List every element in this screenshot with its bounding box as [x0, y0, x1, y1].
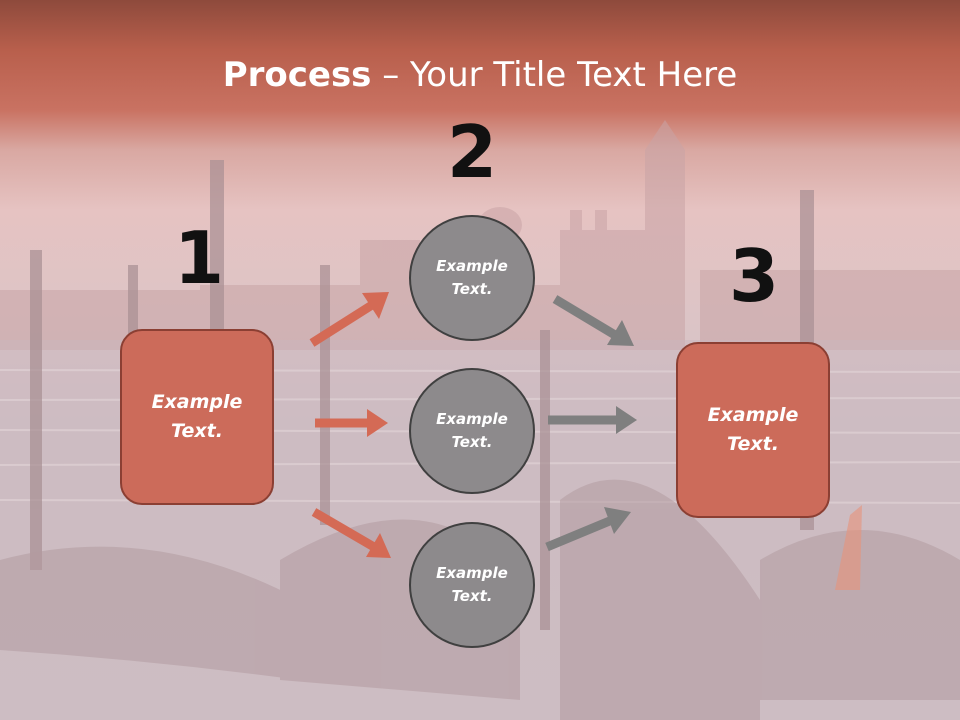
- step-box-1: Example Text.: [120, 329, 274, 505]
- step-box-3: Example Text.: [676, 342, 830, 518]
- arrow-left-up: [309, 292, 389, 347]
- step-box-3-text: Example Text.: [707, 404, 799, 455]
- title-bold: Process: [222, 55, 372, 95]
- step-box-1-text: Example Text.: [151, 391, 243, 442]
- arrow-right-middle: [548, 406, 637, 434]
- circle-middle: Example Text.: [409, 368, 535, 494]
- step-number-2: 2: [446, 110, 498, 194]
- step-number-1: 1: [173, 216, 225, 300]
- circle-top-text: Example Text.: [436, 257, 508, 298]
- circle-bottom: Example Text.: [409, 522, 535, 648]
- arrow-right-up: [545, 507, 631, 552]
- arrow-left-middle: [315, 409, 388, 437]
- circle-top: Example Text.: [409, 215, 535, 341]
- circle-middle-text: Example Text.: [436, 410, 508, 451]
- circle-bottom-text: Example Text.: [436, 564, 508, 605]
- arrow-left-down: [311, 508, 391, 558]
- arrow-right-down: [552, 295, 634, 346]
- step-number-3: 3: [728, 234, 780, 318]
- slide-title: Process – Your Title Text Here: [0, 52, 960, 98]
- title-rest: – Your Title Text Here: [371, 55, 738, 95]
